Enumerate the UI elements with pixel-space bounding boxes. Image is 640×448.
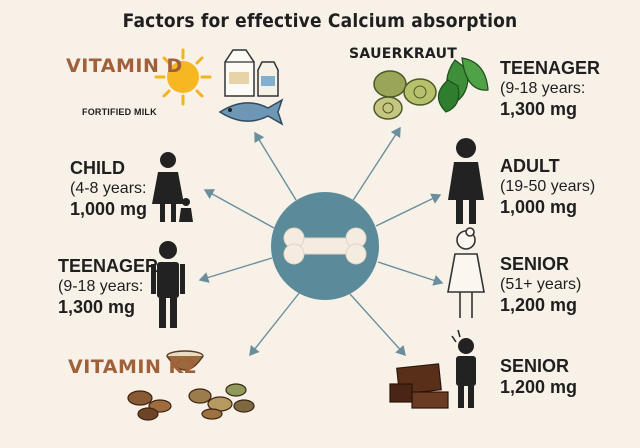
arrow-vitamin-k2 xyxy=(249,291,301,357)
group-age: (19-50 years) xyxy=(500,178,596,195)
group-adult: ADULT (19-50 years) 1,000 mg xyxy=(500,156,595,218)
group-name: SENIOR xyxy=(500,356,570,376)
group-name: TEENAGER xyxy=(58,256,159,276)
arrow-sauerkraut xyxy=(351,126,401,203)
arrow-vitamin-d xyxy=(254,131,297,201)
group-amount: 1,300 mg xyxy=(58,297,136,317)
leafy-greens-icon xyxy=(437,57,489,113)
group-name: CHILD xyxy=(70,158,125,178)
group-amount: 1,200 mg xyxy=(500,295,578,315)
fortified-milk-caption: FORTIFIED MILK xyxy=(82,107,157,117)
senior-figure-icon xyxy=(447,227,485,318)
group-senior-2: SENIOR 1,200 mg xyxy=(500,356,577,398)
nuts-icon xyxy=(127,383,255,421)
group-teen-right: TEENAGER (9-18 years: 1,300 mg xyxy=(500,58,600,120)
sun-icon xyxy=(154,48,212,106)
arrow-child xyxy=(203,189,275,229)
arrow-adult xyxy=(375,193,442,227)
fish-icon xyxy=(218,98,284,126)
group-name: ADULT xyxy=(500,156,560,176)
group-teen-left: TEENAGER (9-18 years: 1,300 mg xyxy=(58,256,158,318)
group-amount: 1,000 mg xyxy=(500,197,578,217)
senior-figure-icon-2 xyxy=(451,329,476,408)
child-figure-icon xyxy=(152,152,193,222)
arrow-senior2 xyxy=(349,293,406,357)
bowl-icon xyxy=(166,350,204,371)
group-child: CHILD (4-8 years: 1,000 mg xyxy=(70,158,147,220)
arrow-senior1 xyxy=(377,261,444,286)
group-name: TEENAGER xyxy=(500,58,601,78)
group-senior-1: SENIOR (51+ years) 1,200 mg xyxy=(500,254,581,316)
group-age: (4-8 years: xyxy=(70,180,147,197)
group-amount: 1,000 mg xyxy=(70,199,148,219)
sauerkraut-label: SAUERKRAUT xyxy=(349,46,458,62)
group-amount: 1,200 mg xyxy=(500,377,578,397)
chocolate-icon xyxy=(389,363,449,409)
page-title: Factors for effective Calcium absorption xyxy=(122,10,518,32)
adult-figure-icon xyxy=(448,138,484,224)
milk-carton-icon xyxy=(224,49,279,97)
group-age: (9-18 years: xyxy=(58,278,144,295)
group-name: SENIOR xyxy=(500,254,570,274)
bone-icon xyxy=(283,227,367,265)
cabbage-icon xyxy=(373,70,437,120)
teen-figure-icon xyxy=(151,241,185,328)
vitamin-k2-label: VITAMIN K2 xyxy=(68,356,198,378)
vitamin-d-label: VITAMIN D xyxy=(66,55,183,77)
arrow-teen-left xyxy=(198,257,273,283)
group-amount: 1,300 mg xyxy=(500,99,578,119)
arrows xyxy=(198,126,444,357)
group-age: (51+ years) xyxy=(500,276,582,293)
group-age: (9-18 years: xyxy=(500,80,586,97)
